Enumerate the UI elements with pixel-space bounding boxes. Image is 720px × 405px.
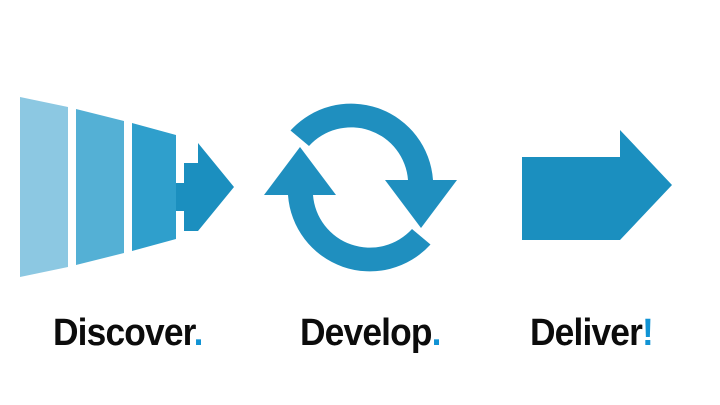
step-label-deliver: Deliver! [530,305,654,365]
step-label-discover-text: Discover [53,312,195,354]
step-label-develop: Develop. [300,305,441,365]
funnel-arrow-icon [176,143,234,231]
label-row: Discover. Develop. Deliver! [0,305,720,365]
step-label-develop-punct: . [431,312,442,354]
develop-icon-group [243,85,478,290]
cycle-arc-top-right [290,103,457,228]
funnel-segment-3 [132,123,176,251]
deliver-arrow-shape [522,130,672,240]
step-label-deliver-punct: ! [642,312,654,354]
funnel-with-arrow-icon [20,97,234,277]
right-arrow-icon [522,130,672,240]
step-label-deliver-text: Deliver [530,312,643,354]
funnel-segment-1 [20,97,68,277]
cycle-arc-bottom-left [264,147,431,272]
cycle-arrows-icon [264,103,457,272]
step-label-discover: Discover. [53,305,203,365]
step-label-discover-punct: . [193,312,204,354]
funnel-segment-2 [76,109,124,265]
discover-icon-group [8,85,240,290]
step-label-develop-text: Develop [300,312,432,354]
icon-row [0,85,720,290]
deliver-icon-group [500,85,695,290]
